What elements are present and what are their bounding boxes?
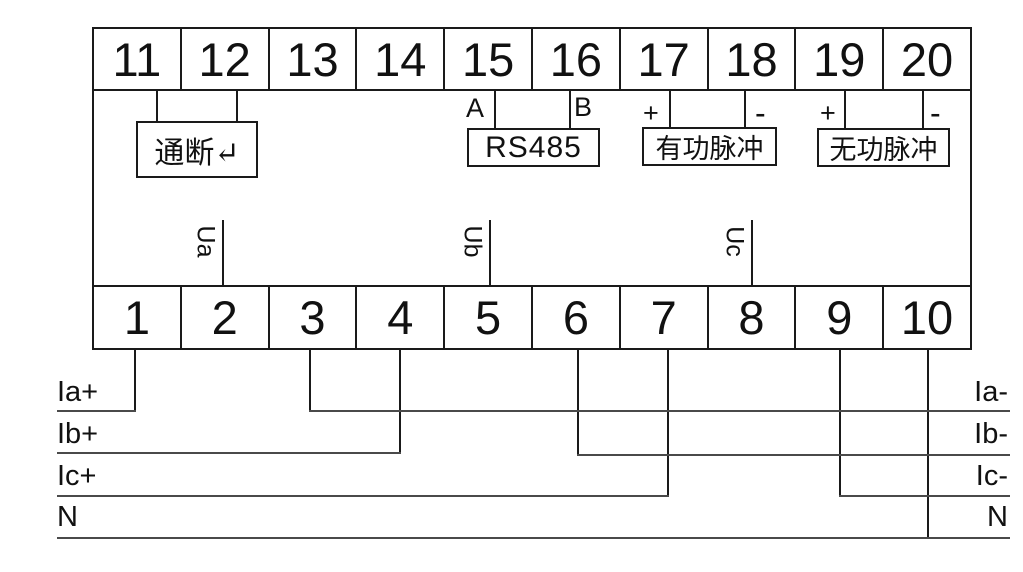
terminal-19: 19 <box>796 29 885 89</box>
terminal-7-stub <box>667 348 669 497</box>
wire-label-n-right: N <box>987 501 1008 533</box>
terminal-4-stub <box>399 348 401 454</box>
reactive-pulse-box: 无功脉冲 <box>817 128 950 167</box>
rs485-label: RS485 <box>485 130 582 164</box>
active-pulse-plus-label: + <box>643 98 659 128</box>
terminal-14: 14 <box>357 29 446 89</box>
wire-label-ia-plus: Ia+ <box>57 376 99 408</box>
wire-neutral <box>57 537 1010 539</box>
ub-tap-line <box>489 220 491 285</box>
terminal-3: 3 <box>270 287 358 348</box>
wire-label-ic-minus: Ic- <box>975 460 1008 492</box>
terminal-10-stub <box>927 348 929 539</box>
terminal-20-stub <box>922 91 924 128</box>
active-pulse-minus-label: - <box>755 95 766 131</box>
active-pulse-box: 有功脉冲 <box>642 127 777 166</box>
wire-ic-plus <box>57 495 669 497</box>
top-terminal-strip: 11 12 13 14 15 16 17 18 19 20 <box>92 27 972 91</box>
rs485-pin-a-label: A <box>466 93 485 123</box>
active-pulse-label: 有功脉冲 <box>655 134 764 165</box>
wire-ib-plus <box>57 452 401 454</box>
terminal-15: 15 <box>445 29 533 89</box>
frame-right-edge <box>970 91 972 285</box>
relay-onoff-label: 通断↵ <box>154 135 240 171</box>
terminal-4: 4 <box>357 287 446 348</box>
terminal-11: 11 <box>94 29 182 89</box>
terminal-6: 6 <box>533 287 621 348</box>
bottom-terminal-strip: 1 2 3 4 5 6 7 8 9 10 <box>92 285 972 350</box>
uc-label: Uc <box>720 226 749 257</box>
terminal-16-stub <box>569 91 571 128</box>
terminal-17-stub <box>669 91 671 127</box>
wire-label-ib-plus: Ib+ <box>57 418 99 450</box>
ua-tap-line <box>222 220 224 285</box>
uc-tap-line <box>751 220 753 285</box>
terminal-1: 1 <box>94 287 182 348</box>
ub-label: Ub <box>458 225 487 258</box>
wire-ia-plus <box>57 410 136 412</box>
terminal-6-stub <box>577 348 579 456</box>
rs485-pin-b-label: B <box>574 92 593 122</box>
reactive-pulse-plus-label: + <box>820 98 836 128</box>
terminal-2: 2 <box>182 287 270 348</box>
terminal-18-stub <box>744 91 746 127</box>
terminal-12-stub <box>236 91 238 121</box>
terminal-16: 16 <box>533 29 621 89</box>
reactive-pulse-minus-label: - <box>930 95 941 131</box>
terminal-12: 12 <box>182 29 270 89</box>
terminal-9-stub <box>839 348 841 497</box>
terminal-7: 7 <box>621 287 709 348</box>
terminal-11-stub <box>156 91 158 121</box>
wire-ic-minus <box>839 495 1010 497</box>
terminal-15-stub <box>494 91 496 128</box>
terminal-13: 13 <box>270 29 358 89</box>
terminal-5: 5 <box>445 287 533 348</box>
terminal-9: 9 <box>796 287 885 348</box>
terminal-1-stub <box>134 348 136 412</box>
wire-ia-minus <box>309 410 1010 412</box>
wire-label-ic-plus: Ic+ <box>57 460 97 492</box>
frame-left-edge <box>92 91 94 285</box>
terminal-19-stub <box>844 91 846 128</box>
terminal-3-stub <box>309 348 311 412</box>
wire-ib-minus <box>577 454 1010 456</box>
wire-label-ib-minus: Ib- <box>974 418 1008 450</box>
reactive-pulse-label: 无功脉冲 <box>829 135 938 166</box>
terminal-20: 20 <box>900 32 954 86</box>
ua-label: Ua <box>191 225 220 258</box>
terminal-8: 8 <box>709 287 797 348</box>
terminal-18: 18 <box>709 29 797 89</box>
rs485-box: RS485 <box>467 128 600 167</box>
terminal-10: 10 <box>900 291 954 344</box>
wire-label-n-left: N <box>57 501 78 533</box>
relay-onoff-box: 通断↵ <box>136 121 258 178</box>
terminal-17: 17 <box>621 29 709 89</box>
wire-label-ia-minus: Ia- <box>974 376 1008 408</box>
